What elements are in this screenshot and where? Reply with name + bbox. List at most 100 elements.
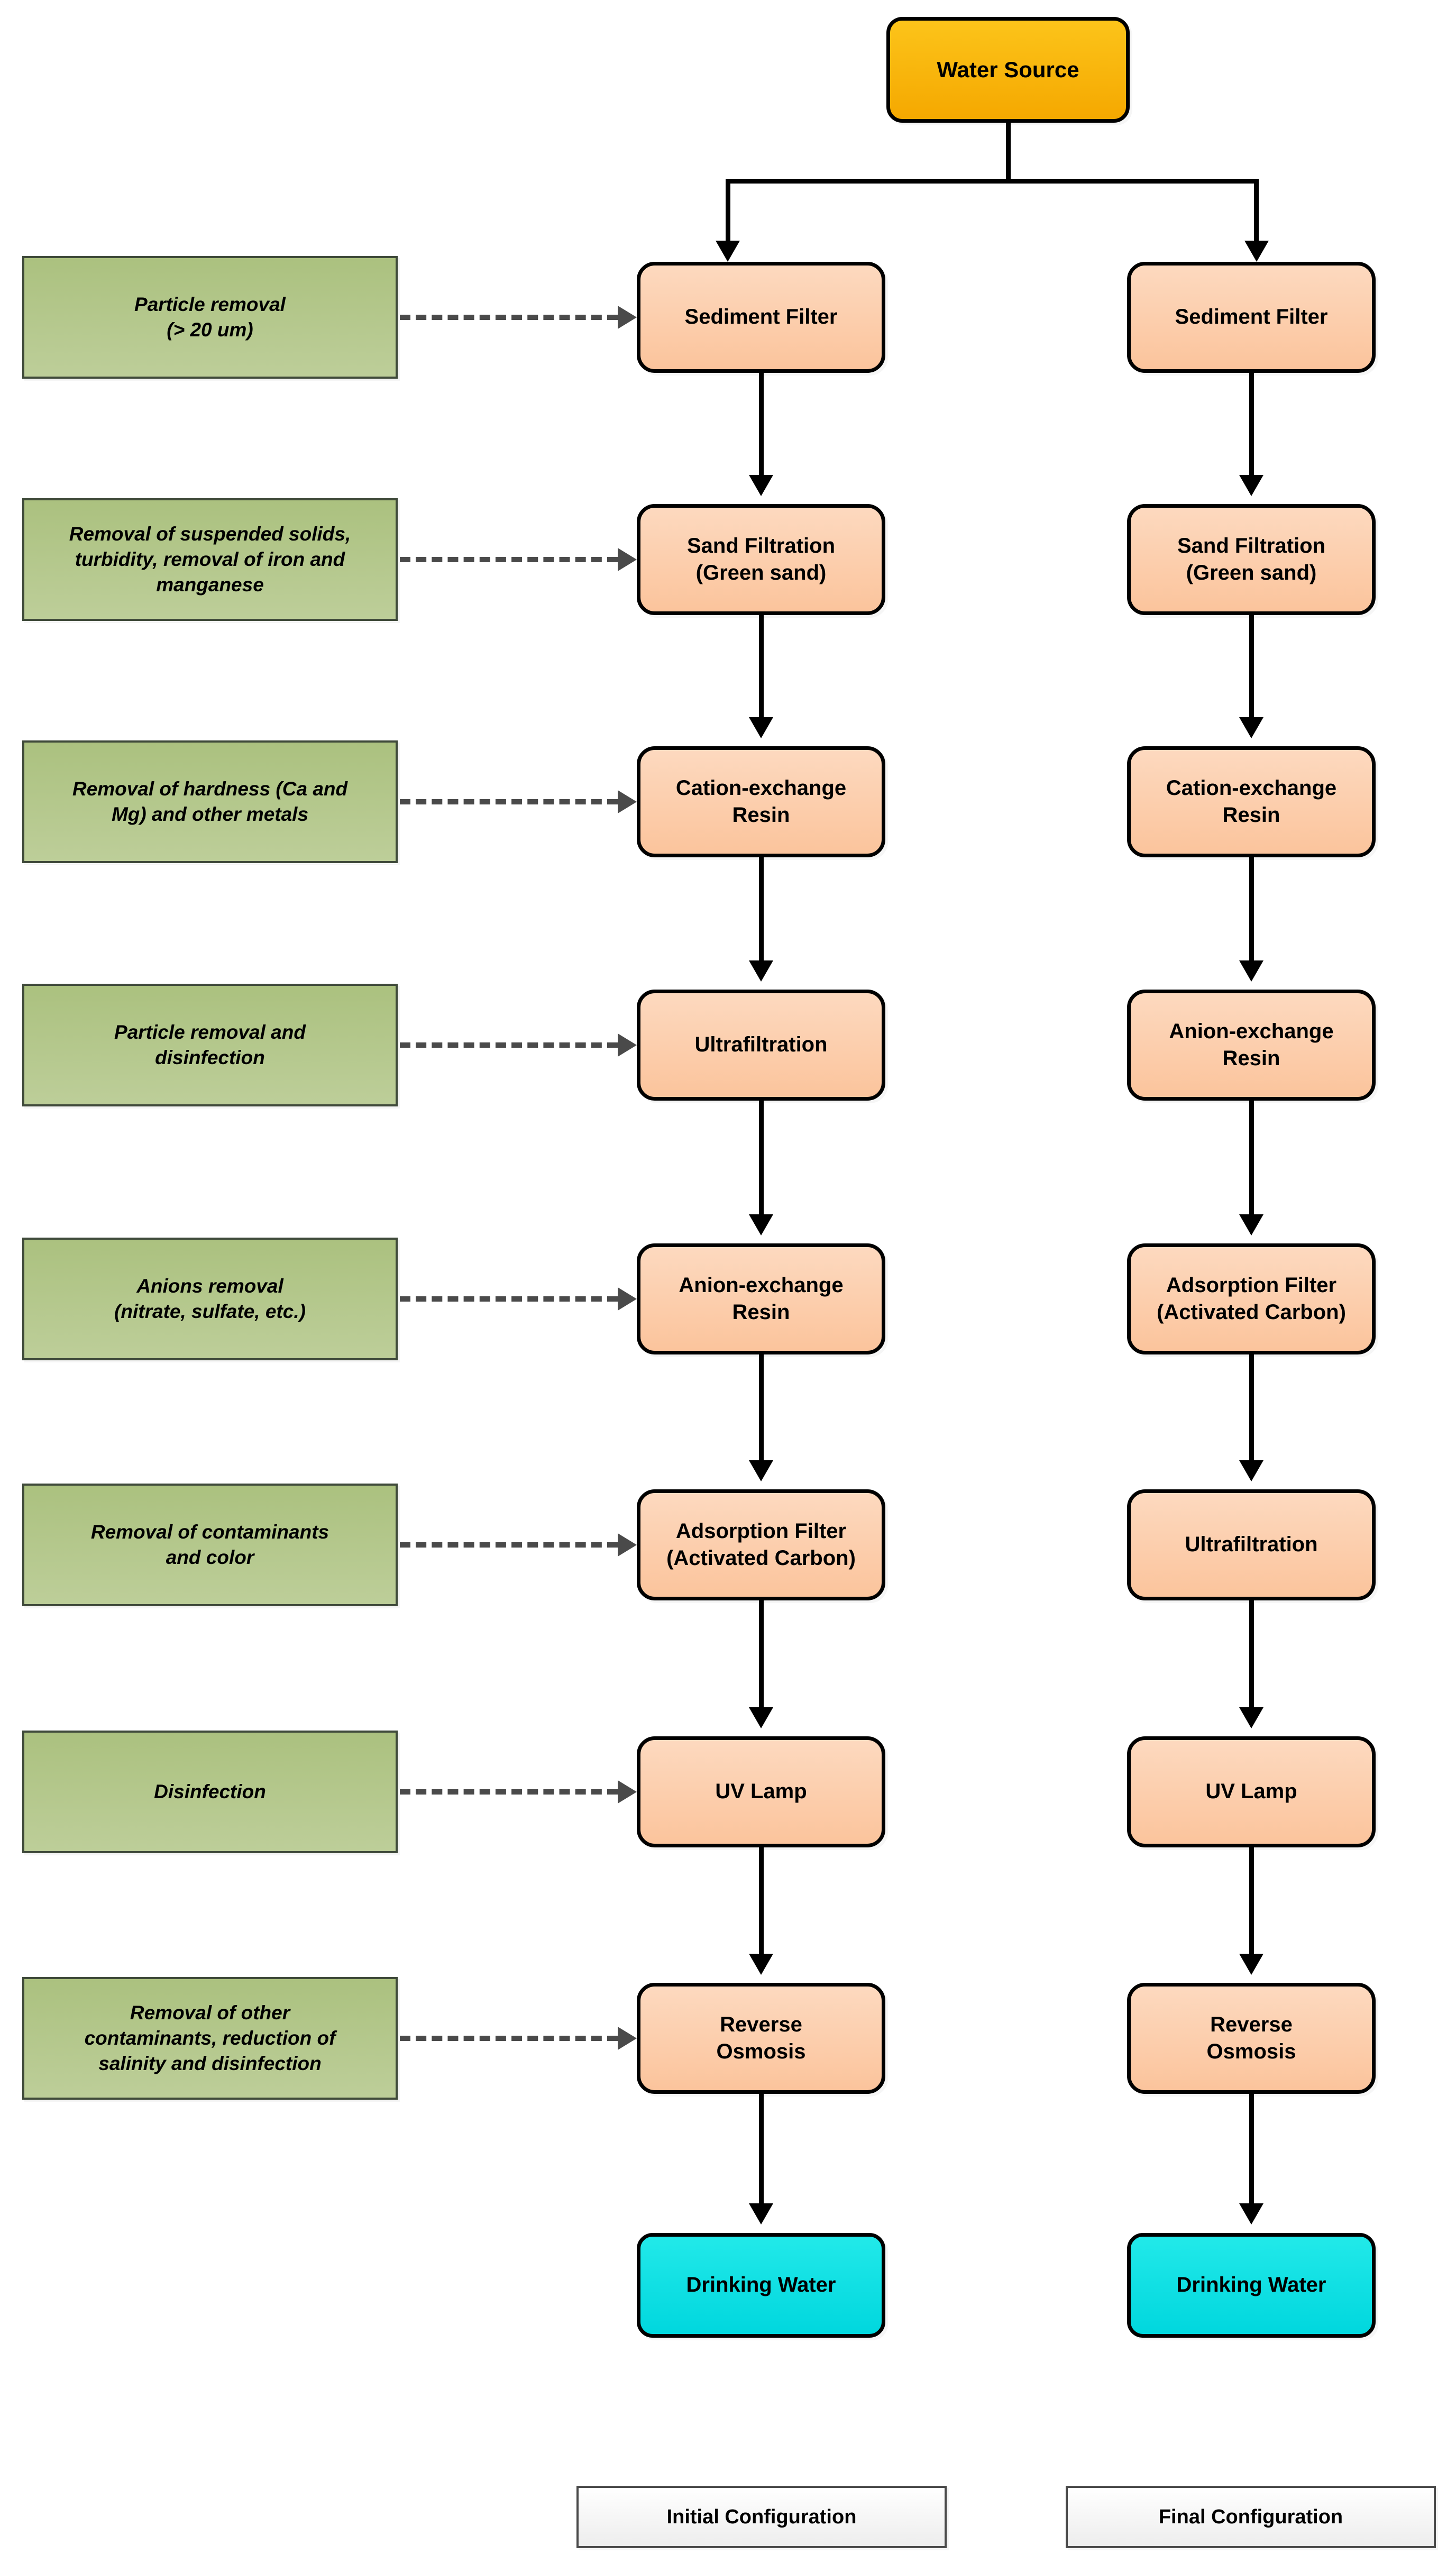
arrowhead-initial-5-6 <box>749 1460 773 1481</box>
node-initial-step-1[interactable]: Sediment Filter <box>637 262 885 373</box>
node-label: Drinking Water <box>1176 2273 1326 2297</box>
dashed-connector-3 <box>400 799 618 804</box>
node-final-step-1[interactable]: Sediment Filter <box>1127 262 1376 373</box>
connector-final-7-8 <box>1249 1847 1254 1956</box>
annotation-text: Removal of other contaminants, reduction… <box>84 2001 336 2075</box>
arrowhead-final-4-5 <box>1239 1214 1263 1235</box>
node-water-source[interactable]: Water Source <box>886 17 1130 123</box>
connector-source-stem <box>1006 123 1011 181</box>
dashed-connector-8 <box>400 2036 618 2041</box>
node-label: Ultrafiltration <box>694 1033 828 1057</box>
annotation-text: Anions removal (nitrate, sulfate, etc.) <box>114 1275 306 1322</box>
dashed-connector-1 <box>400 315 618 320</box>
dashed-arrowhead-8 <box>618 2027 637 2050</box>
connector-initial-5-6 <box>759 1354 764 1462</box>
node-label: UV Lamp <box>715 1780 807 1804</box>
dashed-connector-5 <box>400 1296 618 1302</box>
connector-final-6-7 <box>1249 1600 1254 1709</box>
node-initial-output[interactable]: Drinking Water <box>637 2233 885 2338</box>
connector-final-4-5 <box>1249 1101 1254 1216</box>
node-final-step-7[interactable]: UV Lamp <box>1127 1736 1376 1847</box>
connector-branch-left <box>726 179 730 242</box>
node-final-output[interactable]: Drinking Water <box>1127 2233 1376 2338</box>
connector-branch-bar <box>726 179 1259 184</box>
legend-initial-configuration[interactable]: Initial Configuration <box>576 2486 947 2548</box>
annotation-box-5: Anions removal (nitrate, sulfate, etc.) <box>22 1238 398 1360</box>
node-label: Sediment Filter <box>684 305 838 329</box>
node-label: Sediment Filter <box>1175 305 1328 329</box>
dashed-arrowhead-2 <box>618 548 637 571</box>
annotation-box-3: Removal of hardness (Ca and Mg) and othe… <box>22 740 398 863</box>
arrowhead-initial-7-8 <box>749 1954 773 1975</box>
annotation-box-8: Removal of other contaminants, reduction… <box>22 1977 398 2100</box>
node-final-step-6[interactable]: Ultrafiltration <box>1127 1489 1376 1600</box>
node-final-step-2[interactable]: Sand Filtration(Green sand) <box>1127 504 1376 615</box>
node-label: Drinking Water <box>686 2273 836 2297</box>
node-label: Water Source <box>937 57 1079 83</box>
arrowhead-final-8-out <box>1239 2203 1263 2225</box>
arrowhead-final-7-8 <box>1239 1954 1263 1975</box>
connector-final-2-3 <box>1249 615 1254 719</box>
node-label: Sand Filtration(Green sand) <box>1177 534 1325 584</box>
node-label: Sand Filtration(Green sand) <box>687 534 835 584</box>
arrowhead-branch-left <box>716 241 740 262</box>
legend-label: Initial Configuration <box>666 2505 857 2528</box>
arrowhead-initial-2-3 <box>749 717 773 738</box>
legend-final-configuration[interactable]: Final Configuration <box>1066 2486 1436 2548</box>
arrowhead-final-5-6 <box>1239 1460 1263 1481</box>
annotation-text: Removal of suspended solids, turbidity, … <box>69 523 351 596</box>
connector-initial-8-out <box>759 2094 764 2205</box>
node-initial-step-2[interactable]: Sand Filtration(Green sand) <box>637 504 885 615</box>
connector-initial-7-8 <box>759 1847 764 1956</box>
arrowhead-branch-right <box>1244 241 1269 262</box>
arrowhead-final-6-7 <box>1239 1707 1263 1728</box>
annotation-text: Particle removal and disinfection <box>114 1021 306 1068</box>
node-label: UV Lamp <box>1205 1780 1297 1804</box>
annotation-box-1: Particle removal (> 20 um) <box>22 256 398 379</box>
dashed-arrowhead-7 <box>618 1780 637 1804</box>
node-label: Ultrafiltration <box>1185 1533 1318 1557</box>
node-initial-step-7[interactable]: UV Lamp <box>637 1736 885 1847</box>
annotation-box-7: Disinfection <box>22 1731 398 1853</box>
arrowhead-initial-3-4 <box>749 960 773 982</box>
arrowhead-initial-8-out <box>749 2203 773 2225</box>
connector-initial-1-2 <box>759 373 764 477</box>
connector-initial-6-7 <box>759 1600 764 1709</box>
connector-final-5-6 <box>1249 1354 1254 1462</box>
dashed-connector-2 <box>400 557 618 562</box>
connector-initial-2-3 <box>759 615 764 719</box>
dashed-arrowhead-5 <box>618 1287 637 1311</box>
arrowhead-final-2-3 <box>1239 717 1263 738</box>
connector-branch-right <box>1254 179 1259 242</box>
annotation-text: Disinfection <box>154 1780 266 1802</box>
node-initial-step-6[interactable]: Adsorption Filter(Activated Carbon) <box>637 1489 885 1600</box>
dashed-connector-7 <box>400 1789 618 1795</box>
node-initial-step-4[interactable]: Ultrafiltration <box>637 990 885 1101</box>
node-label: Adsorption Filter(Activated Carbon) <box>1157 1273 1346 1324</box>
annotation-box-6: Removal of contaminants and color <box>22 1484 398 1606</box>
annotation-text: Removal of hardness (Ca and Mg) and othe… <box>72 777 348 825</box>
dashed-arrowhead-6 <box>618 1533 637 1557</box>
annotation-box-4: Particle removal and disinfection <box>22 984 398 1106</box>
dashed-arrowhead-3 <box>618 790 637 813</box>
node-final-step-5[interactable]: Adsorption Filter(Activated Carbon) <box>1127 1243 1376 1354</box>
annotation-text: Particle removal (> 20 um) <box>134 293 286 341</box>
connector-final-3-4 <box>1249 857 1254 963</box>
arrowhead-initial-4-5 <box>749 1214 773 1235</box>
legend-label: Final Configuration <box>1158 2505 1343 2528</box>
dashed-arrowhead-1 <box>618 306 637 329</box>
annotation-box-2: Removal of suspended solids, turbidity, … <box>22 498 398 621</box>
dashed-connector-6 <box>400 1542 618 1548</box>
